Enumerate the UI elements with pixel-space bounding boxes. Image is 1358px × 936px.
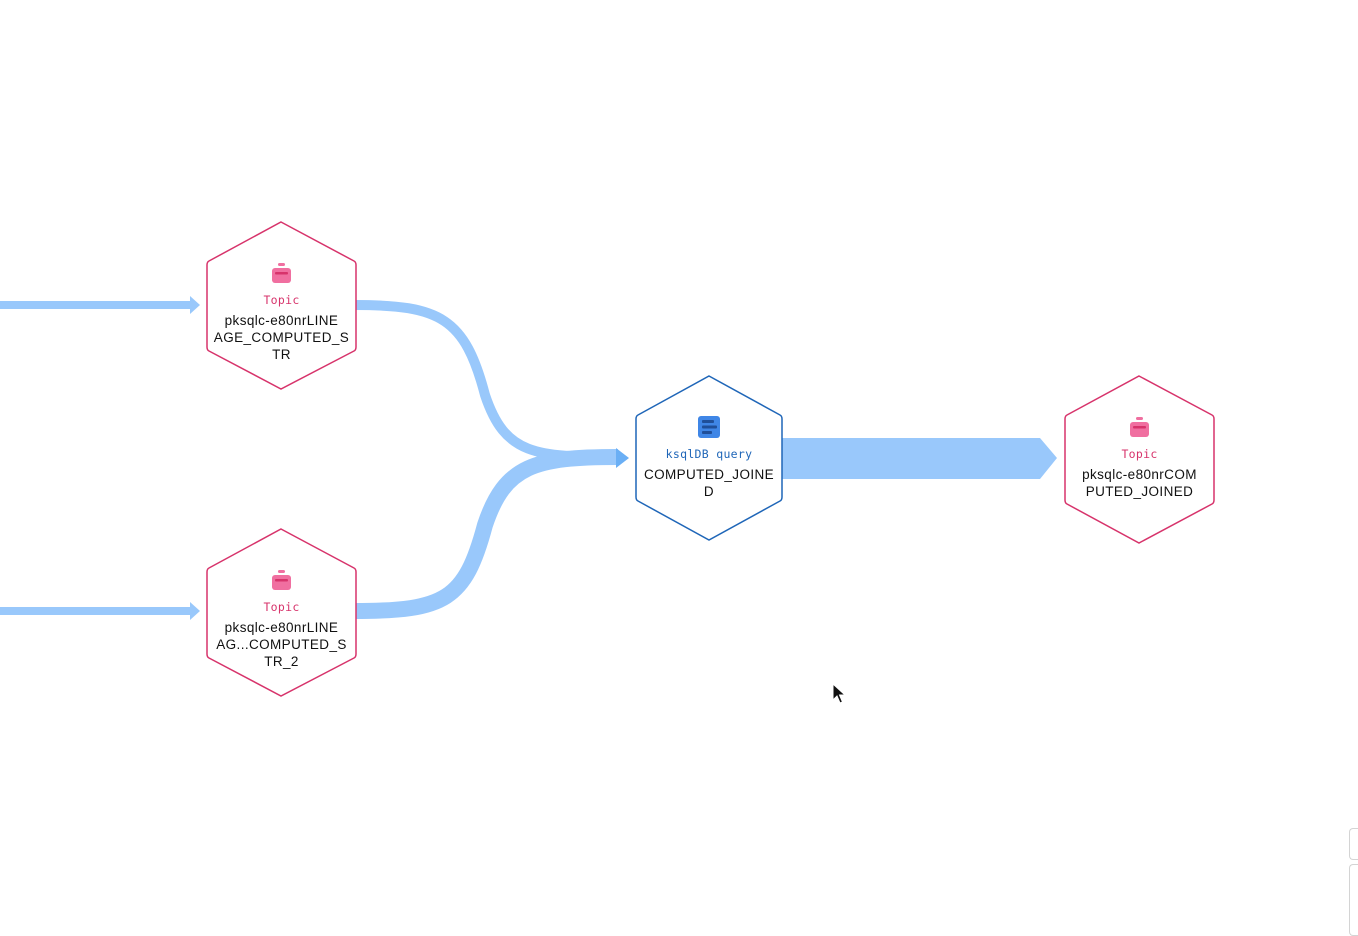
node-type-label: ksqlDB query	[665, 447, 753, 461]
flow-query-to-topic-3[interactable]	[781, 438, 1057, 479]
topic-node-1-label: Topic pksqlc-e80nrLINE AGE_COMPUTED_S TR	[207, 290, 356, 370]
flow-topic-2-to-query[interactable]	[354, 449, 619, 619]
node-name: pksqlc-e80nrLINE AG...COMPUTED_S TR_2	[216, 620, 347, 669]
topic-icon	[272, 570, 291, 590]
topic-node-3-label: Topic pksqlc-e80nrCOM PUTED_JOINED	[1065, 444, 1214, 504]
flow-topic-1-to-query[interactable]	[354, 300, 619, 462]
ksqldb-query-node-label: ksqlDB query COMPUTED_JOINE D	[636, 444, 782, 504]
topic-node-2[interactable]	[206, 528, 357, 697]
node-type-label: Topic	[1121, 447, 1158, 461]
topic-icon	[272, 263, 291, 283]
node-type-label: Topic	[263, 600, 300, 614]
topic-node-1[interactable]	[206, 221, 357, 390]
zoom-control-partial[interactable]	[1349, 864, 1358, 936]
node-name: COMPUTED_JOINE D	[643, 467, 775, 499]
topic-node-2-label: Topic pksqlc-e80nrLINE AG...COMPUTED_S T…	[207, 597, 356, 677]
topic-node-3[interactable]	[1064, 375, 1215, 544]
incoming-flow-topic-2[interactable]	[0, 602, 200, 620]
incoming-flow-topic-1[interactable]	[0, 296, 200, 314]
mouse-cursor-icon	[832, 682, 847, 704]
topic-icon	[1130, 417, 1149, 437]
ksqldb-query-node[interactable]	[635, 375, 783, 541]
zoom-control-partial[interactable]	[1349, 828, 1358, 860]
flow-arrowhead-query	[616, 448, 629, 468]
node-type-label: Topic	[263, 293, 300, 307]
node-name: pksqlc-e80nrCOM PUTED_JOINED	[1082, 467, 1197, 499]
ksqldb-query-icon	[698, 416, 720, 438]
node-name: pksqlc-e80nrLINE AGE_COMPUTED_S TR	[213, 313, 350, 362]
